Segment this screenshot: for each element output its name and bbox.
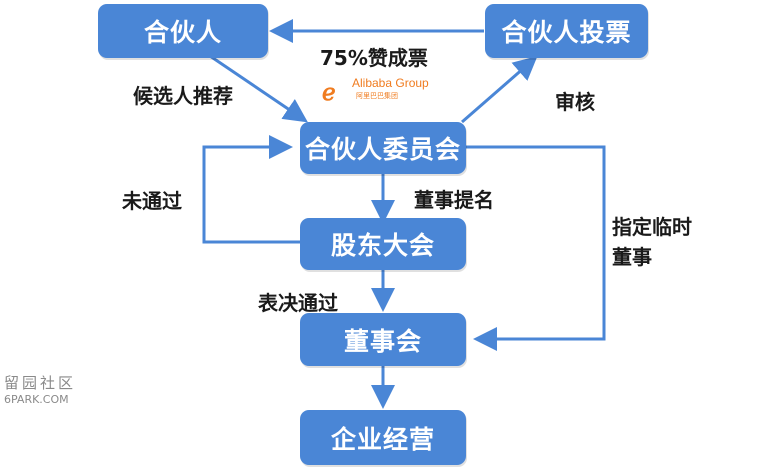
label-not-passed: 未通过	[122, 189, 182, 213]
node-shareholders: 股东大会	[300, 218, 466, 270]
label-recommend: 候选人推荐	[133, 84, 233, 108]
arrow-committee-to-board	[466, 145, 606, 351]
label-approved: 表决通过	[258, 291, 338, 315]
alibaba-logo: ℯ Alibaba Group 阿里巴巴集团	[322, 76, 444, 106]
alibaba-mark-icon: ℯ	[322, 79, 336, 106]
watermark-en: 6PARK.COM	[4, 393, 69, 406]
node-board: 董事会	[300, 313, 466, 366]
logo-name: Alibaba Group	[352, 76, 429, 90]
node-committee: 合伙人委员会	[300, 122, 466, 174]
node-partner: 合伙人	[98, 4, 268, 58]
arrow-committee-to-vote	[461, 56, 538, 124]
watermark: 留园社区 6PARK.COM	[4, 372, 104, 406]
label-vote-75: 75%赞成票	[320, 46, 428, 70]
label-appoint: 指定临时董事	[612, 215, 692, 269]
node-operation: 企业经营	[300, 410, 466, 465]
arrow-partner-to-committee	[209, 54, 308, 123]
node-partner-vote: 合伙人投票	[485, 4, 648, 58]
watermark-cn: 留园社区	[4, 374, 77, 392]
logo-subtitle: 阿里巴巴集团	[356, 92, 398, 100]
arrow-shareholders-to-committee	[202, 135, 300, 244]
label-nominate: 董事提名	[414, 188, 494, 212]
label-review: 审核	[555, 90, 595, 114]
